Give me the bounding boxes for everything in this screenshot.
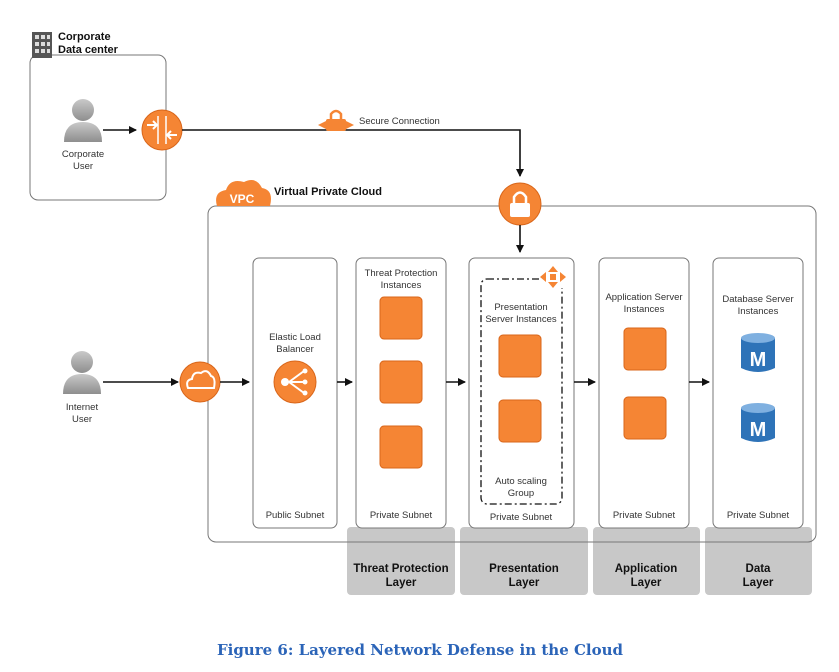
threat-layer-label-2: Layer xyxy=(386,577,417,589)
presentation-layer-band xyxy=(460,527,588,595)
data-subnet-label: Private Subnet xyxy=(727,510,790,521)
datacenter-label-1: Corporate xyxy=(58,31,111,43)
autoscaling-label-1: Auto scaling xyxy=(495,476,547,487)
threat-label-1: Threat Protection xyxy=(365,268,438,279)
threat-label-2: Instances xyxy=(381,280,422,291)
presentation-label-2: Server Instances xyxy=(485,314,557,325)
application-layer-label-2: Layer xyxy=(631,577,662,589)
database-letter: M xyxy=(750,349,767,371)
autoscaling-group-box xyxy=(480,278,563,505)
application-subnet-box xyxy=(598,257,690,529)
datacenter-label-2: Data center xyxy=(58,44,119,56)
layer-bands xyxy=(347,527,812,595)
presentation-subnet-label: Private Subnet xyxy=(490,512,553,523)
threat-instance-icon xyxy=(379,296,423,340)
corporate-user-label-2: User xyxy=(73,161,93,172)
vpn-gateway-icon xyxy=(498,182,542,226)
threat-layer-label-1: Threat Protection xyxy=(353,563,448,575)
internet-user-icon xyxy=(63,351,101,394)
presentation-label-1: Presentation xyxy=(494,302,547,313)
database-icon: M xyxy=(741,333,775,372)
presentation-layer-label-1: Presentation xyxy=(489,563,559,575)
threat-layer-band xyxy=(347,527,455,595)
data-label-2: Instances xyxy=(738,306,779,317)
database-letter: M xyxy=(750,419,767,441)
secure-connection-icon xyxy=(318,109,354,131)
presentation-subnet-box xyxy=(468,257,575,529)
application-instance-icon xyxy=(623,396,667,440)
corporate-user-icon xyxy=(64,99,102,142)
autoscaling-label-2: Group xyxy=(508,488,534,499)
vpc-badge: VPC xyxy=(230,192,255,206)
elb-label-2: Balancer xyxy=(276,344,314,355)
presentation-layer-label-2: Layer xyxy=(509,577,540,589)
building-icon xyxy=(32,32,52,58)
presentation-instance-icon xyxy=(498,334,542,378)
data-subnet-box xyxy=(712,257,804,529)
vpc-cloud-icon xyxy=(216,180,271,206)
internet-user-label-2: User xyxy=(72,414,92,425)
corporate-user-label-1: Corporate xyxy=(62,149,104,160)
data-layer-label-2: Layer xyxy=(743,577,774,589)
application-instance-icon xyxy=(623,327,667,371)
elb-subnet-label: Public Subnet xyxy=(266,510,325,521)
threat-instance-icon xyxy=(379,360,423,404)
threat-subnet-label: Private Subnet xyxy=(370,510,433,521)
secure-connection-line xyxy=(182,129,524,177)
internet-user-label-1: Internet xyxy=(66,402,99,413)
database-icon: M xyxy=(741,403,775,442)
application-layer-label-1: Application xyxy=(615,563,678,575)
application-layer-band xyxy=(593,527,700,595)
application-label-1: Application Server xyxy=(605,292,682,303)
internet-gateway-icon xyxy=(179,361,221,403)
threat-instance-icon xyxy=(379,425,423,469)
application-subnet-label: Private Subnet xyxy=(613,510,676,521)
secure-connection-label: Secure Connection xyxy=(359,116,440,127)
vpc-title: Virtual Private Cloud xyxy=(274,186,382,198)
presentation-instance-icon xyxy=(498,399,542,443)
elb-label-1: Elastic Load xyxy=(269,332,321,343)
application-label-2: Instances xyxy=(624,304,665,315)
data-label-1: Database Server xyxy=(722,294,793,305)
router-icon xyxy=(141,109,183,151)
load-balancer-icon xyxy=(273,360,317,404)
data-layer-band xyxy=(705,527,812,595)
data-layer-label-1: Data xyxy=(746,563,772,575)
autoscaling-icon xyxy=(540,266,566,288)
figure-caption: Figure 6: Layered Network Defense in the… xyxy=(217,641,624,659)
